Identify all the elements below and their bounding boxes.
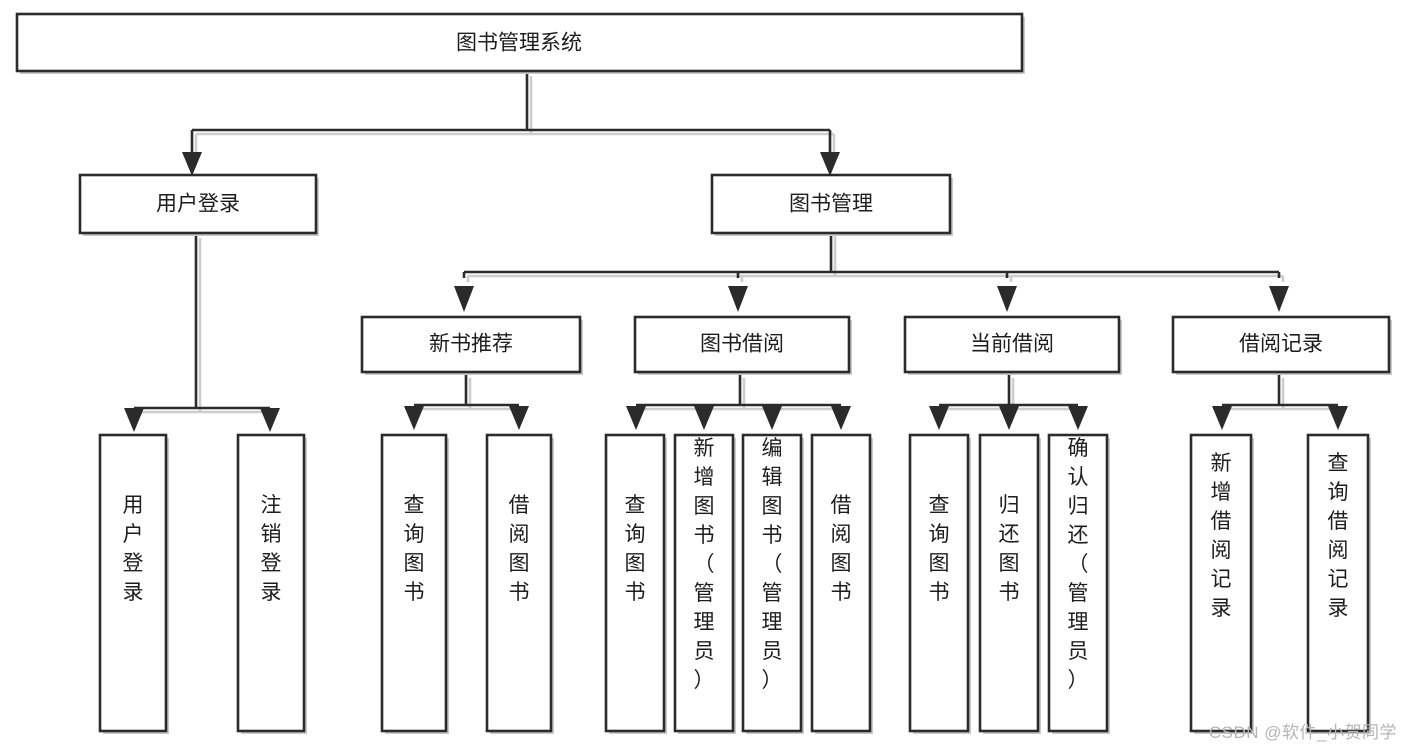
node-leaf-add-book-label: 新增图书（管理员） [694,437,715,692]
node-leaf-confirm-return[interactable]: 确认归还（管理员） [1047,433,1110,734]
node-leaf-borrow-book-a[interactable]: 借阅图书 [485,433,554,734]
edge-currentborrow-children [929,374,1088,430]
node-leaf-add-book[interactable]: 新增图书（管理员） [673,433,736,734]
arrow-head-icon [831,406,851,430]
node-current-borrow[interactable]: 当前借阅 [903,315,1122,375]
arrow-head-icon [454,286,474,312]
node-leaf-user-login[interactable]: 用户登录 [98,433,169,734]
node-user-login[interactable]: 用户登录 [78,173,319,236]
node-leaf-query-book-a-label: 查询图书 [404,494,425,604]
node-leaf-query-book-b-label: 查询图书 [625,494,646,604]
node-borrow-record[interactable]: 借阅记录 [1171,315,1392,375]
node-leaf-add-record[interactable]: 新增借阅记录 [1189,433,1254,734]
edge-bookmanage-children [454,232,1289,312]
node-root[interactable]: 图书管理系统 [15,12,1025,74]
node-leaf-return-book-label: 归还图书 [999,494,1020,604]
edge-userlogin-children [124,234,280,432]
node-root-label: 图书管理系统 [456,32,582,55]
connector-layer [124,72,1348,432]
node-borrow-record-label: 借阅记录 [1239,333,1323,356]
node-leaf-user-login-label: 用户登录 [123,494,144,604]
arrow-head-icon [997,286,1017,312]
arrow-head-icon [626,406,646,430]
node-book-manage[interactable]: 图书管理 [710,173,953,236]
node-book-manage-label: 图书管理 [789,193,873,216]
edge-borrowrecord-children [1212,374,1348,430]
node-leaf-query-book-a[interactable]: 查询图书 [380,433,449,734]
node-leaf-query-book-b[interactable]: 查询图书 [604,433,667,734]
node-book-borrow[interactable]: 图书借阅 [633,315,852,375]
node-leaf-borrow-book-b-label: 借阅图书 [831,494,852,604]
arrow-head-icon [728,286,748,312]
node-current-borrow-label: 当前借阅 [970,333,1054,356]
arrow-head-icon [999,406,1019,430]
arrow-head-icon [929,406,949,430]
node-leaf-edit-book-label: 编辑图书（管理员） [762,437,783,692]
node-leaf-add-record-label: 新增借阅记录 [1211,452,1232,620]
node-user-login-label: 用户登录 [156,193,240,216]
edge-root-children [182,72,840,176]
arrow-head-icon [124,408,144,432]
arrow-head-icon [182,152,202,176]
node-book-borrow-label: 图书借阅 [700,333,784,356]
arrow-head-icon [509,406,529,430]
node-leaf-query-book-c-label: 查询图书 [929,494,950,604]
node-leaf-query-book-c[interactable]: 查询图书 [908,433,971,734]
node-leaf-logout-label: 注销登录 [261,494,282,604]
arrow-head-icon [404,406,424,430]
edge-newbookrec-children [404,374,529,430]
arrow-head-icon [694,406,714,430]
node-leaf-query-record[interactable]: 查询借阅记录 [1306,433,1371,734]
watermark-label: CSDN @软件_小贺同学 [1208,723,1397,742]
node-leaf-logout[interactable]: 注销登录 [236,433,307,734]
arrow-head-icon [762,406,782,430]
arrow-head-icon [1328,406,1348,430]
arrow-head-icon [260,408,280,432]
node-leaf-borrow-book-b[interactable]: 借阅图书 [810,433,873,734]
node-leaf-confirm-return-label: 确认归还（管理员） [1068,437,1089,692]
node-leaf-query-record-label: 查询借阅记录 [1328,452,1349,620]
node-new-book-rec-label: 新书推荐 [429,333,513,356]
arrow-head-icon [1068,406,1088,430]
arrow-head-icon [1212,406,1232,430]
arrow-head-icon [1269,286,1289,312]
node-new-book-rec[interactable]: 新书推荐 [360,315,583,375]
node-leaf-return-book[interactable]: 归还图书 [978,433,1041,734]
edge-bookborrow-children [626,374,851,430]
arrow-head-icon [820,152,840,176]
node-leaf-edit-book[interactable]: 编辑图书（管理员） [741,433,804,734]
node-leaf-borrow-book-a-label: 借阅图书 [509,494,530,604]
